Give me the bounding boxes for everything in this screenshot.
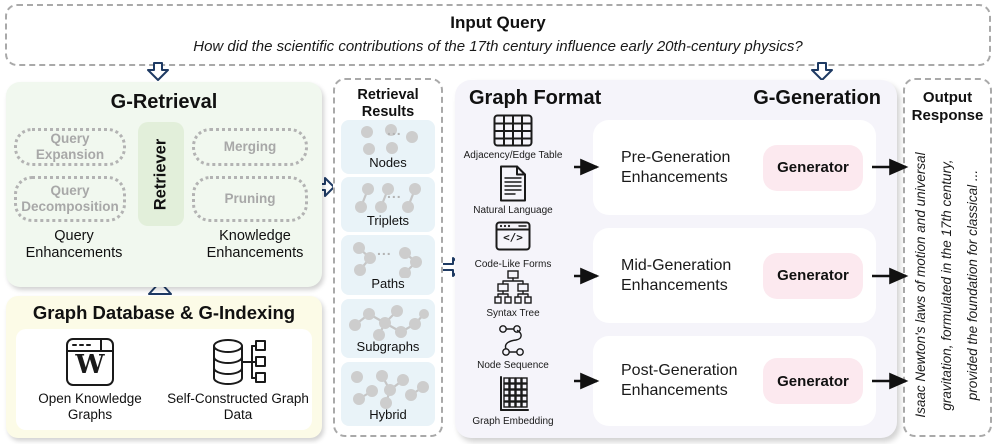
input-query-box: Input Query How did the scientific contr… [5,4,991,66]
paths-tile: ... Paths [341,235,435,295]
paths-doodle-icon [353,242,422,278]
arrow-up-icon [148,281,172,295]
hybrid-doodle-icon [351,370,429,409]
adjacency-edge-table-item: Adjacency/Edge Table [457,114,569,161]
code-window-icon [495,221,531,251]
merging-box: Merging [192,128,308,166]
paths-label: Paths [371,276,405,291]
ellipsis: ... [377,242,392,258]
self-constructed-graph-data-item: Self-Constructed Graph Data [164,337,312,423]
wikipedia-w-letter: W [75,349,105,380]
subgraphs-doodle-icon [349,305,429,341]
ellipsis: ... [387,122,402,138]
query-enhancements-label: Query Enhancements [25,228,123,262]
graph-format-generation-panel: Graph Format G-Generation Adjacency/Edge… [455,80,897,438]
graph-database-inner: W Open Knowledge Graphs [16,329,312,430]
arrow-down-icon [811,62,833,81]
syntax-tree-label: Syntax Tree [486,308,540,319]
pre-generation-box: Pre-Generation Enhancements Generator [593,120,876,215]
node-sequence-icon [499,325,524,356]
database-graph-icon [213,338,266,385]
g-generation-title: G-Generation [753,87,881,109]
node-sequence-label: Node Sequence [477,360,549,371]
open-knowledge-graphs-item: W Open Knowledge Graphs [16,337,164,423]
natural-language-label: Natural Language [473,205,553,216]
output-response-panel: Output Response [903,78,992,437]
triplets-label: Triplets [366,213,410,228]
output-line: Isaac Newton's laws of motion and univer… [912,152,928,418]
hybrid-label: Hybrid [369,407,407,422]
retrieval-results-panel: Retrieval Results ... Nodes ... Triplets [333,78,443,437]
retriever-label: Retriever [151,138,170,210]
matrix-grid-icon [500,376,529,411]
query-expansion-box: Query Expansion [14,128,126,166]
graph-database-panel: Graph Database & G-Indexing W Open Knowl… [6,296,322,438]
triplets-tile: ... Triplets [341,177,435,232]
graph-format-title: Graph Format [469,87,602,109]
generator-box: Generator [763,252,863,299]
query-expansion-label: Query Expansion [35,131,105,162]
input-query-text: How did the scientific contributions of … [193,38,803,55]
code-glyph: </> [503,231,523,244]
subgraphs-label: Subgraphs [356,339,420,354]
natural-language-item: Natural Language [457,165,569,216]
output-response-text: Isaac Newton's laws of motion and univer… [907,135,987,435]
hybrid-tile: Hybrid [341,362,435,426]
g-retrieval-panel: G-Retrieval Query Expansion Query Decomp… [6,82,322,287]
mid-generation-box: Mid-Generation Enhancements Generator [593,228,876,323]
g-retrieval-title: G-Retrieval [110,91,218,113]
nodes-doodle-icon [361,124,418,155]
self-constructed-graph-data-label: Self-Constructed Graph Data [167,390,309,422]
code-like-forms-label: Code-Like Forms [474,259,552,270]
nodes-tile: ... Nodes [341,120,435,174]
output-response-title: Output Response [911,89,984,124]
triplets-doodle-icon [355,183,421,213]
open-knowledge-graphs-label: Open Knowledge Graphs [38,390,142,422]
nodes-label: Nodes [369,155,407,170]
mid-generation-label: Mid-Generation Enhancements [621,256,732,294]
table-icon [493,114,533,147]
subgraphs-tile: Subgraphs [341,299,435,358]
retriever-box: Retriever [138,122,184,226]
pre-generation-label: Pre-Generation Enhancements [621,148,731,186]
output-line: gravitation, formulated in the 17th cent… [938,159,954,411]
retrieval-results-title: Retrieval Results [357,87,419,120]
node-sequence-item: Node Sequence [457,323,569,371]
ellipsis: ... [387,185,402,201]
query-decomposition-label: Query Decomposition [21,183,119,214]
pruning-label: Pruning [224,191,276,207]
input-query-title: Input Query [450,13,546,32]
graph-embedding-label: Graph Embedding [472,416,554,427]
document-icon [500,165,526,202]
query-decomposition-box: Query Decomposition [14,176,126,222]
output-line: provided the foundation for classical ..… [965,169,981,401]
syntax-tree-icon [494,270,532,304]
arrow-down-icon [147,62,169,81]
graph-database-title: Graph Database & G-Indexing [32,302,296,323]
merging-label: Merging [223,139,277,155]
graph-embedding-item: Graph Embedding [457,376,569,427]
generator-box: Generator [763,144,863,191]
syntax-tree-item: Syntax Tree [457,270,569,319]
post-generation-label: Post-Generation Enhancements [621,362,738,399]
pruning-box: Pruning [192,176,308,222]
code-like-forms-item: </> Code-Like Forms [457,221,569,270]
knowledge-enhancements-label: Knowledge Enhancements [206,228,304,262]
wikipedia-icon: W [65,337,115,387]
adjacency-edge-table-label: Adjacency/Edge Table [463,150,563,161]
post-generation-box: Post-Generation Enhancements Generator [593,336,876,426]
generator-box: Generator [763,358,863,404]
